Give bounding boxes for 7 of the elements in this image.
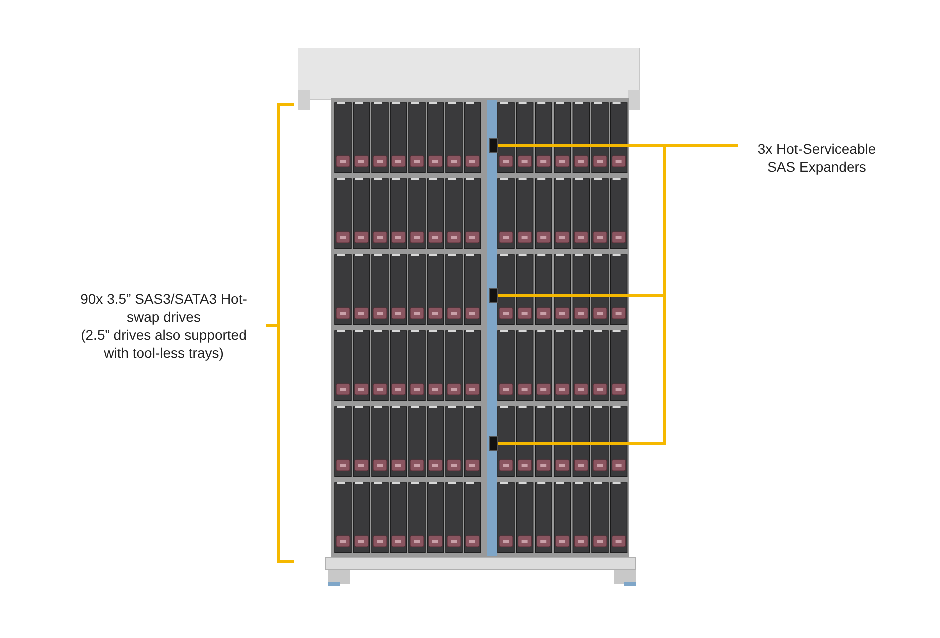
expander-module <box>489 138 498 153</box>
leader-line <box>498 144 738 445</box>
expander-module <box>489 436 498 451</box>
expander-module <box>489 288 498 303</box>
callout-text: 3x Hot-Serviceable SAS Expanders <box>756 140 878 176</box>
callout-text: 90x 3.5” SAS3/SATA3 Hot-swap drives <box>80 290 248 326</box>
callout-text: (2.5” drives also supported with tool-less trays) <box>80 326 248 362</box>
